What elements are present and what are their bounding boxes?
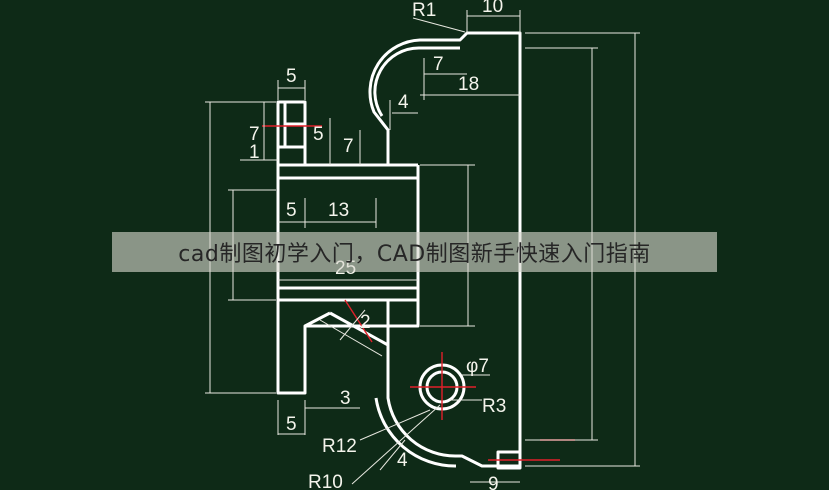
label-r10: R10 xyxy=(308,472,343,490)
label-left-5: 5 xyxy=(286,66,297,87)
inner-hook-contour xyxy=(373,46,460,117)
outer-contour xyxy=(276,31,522,468)
label-left-1: 1 xyxy=(249,142,260,163)
caption-text: cad制图初学入门，CAD制图新手快速入门指南 xyxy=(178,242,651,267)
slanted-edge-2 xyxy=(329,311,389,347)
label-top-18: 18 xyxy=(458,74,479,95)
label-bot-3: 3 xyxy=(340,388,351,409)
label-left-7a: 7 xyxy=(249,124,260,145)
label-top-10: 10 xyxy=(482,0,503,17)
caption-banner: cad制图初学入门，CAD制图新手快速入门指南 xyxy=(112,232,717,272)
dimension-labels: R1 10 7 18 4 5 7 1 5 7 5 13 25 2 φ7 R3 3… xyxy=(249,0,506,490)
label-bot-9: 9 xyxy=(488,474,499,490)
slant-center-line xyxy=(344,299,373,343)
label-body-5: 5 xyxy=(286,200,297,221)
slanted-edge xyxy=(304,311,331,328)
label-diag-2: 2 xyxy=(360,312,371,333)
label-r3: R3 xyxy=(482,396,506,417)
label-r12: R12 xyxy=(322,436,357,457)
label-mid-7: 7 xyxy=(343,136,354,157)
label-body-13: 13 xyxy=(328,200,349,221)
label-top-4: 4 xyxy=(398,92,409,113)
label-bot-4: 4 xyxy=(397,450,408,471)
label-mid-5: 5 xyxy=(313,124,324,145)
label-phi7: φ7 xyxy=(466,356,489,377)
label-r1: R1 xyxy=(412,0,436,21)
label-bot-5: 5 xyxy=(286,414,297,435)
inner-lower-contour xyxy=(374,397,457,468)
label-top-7: 7 xyxy=(433,54,444,75)
